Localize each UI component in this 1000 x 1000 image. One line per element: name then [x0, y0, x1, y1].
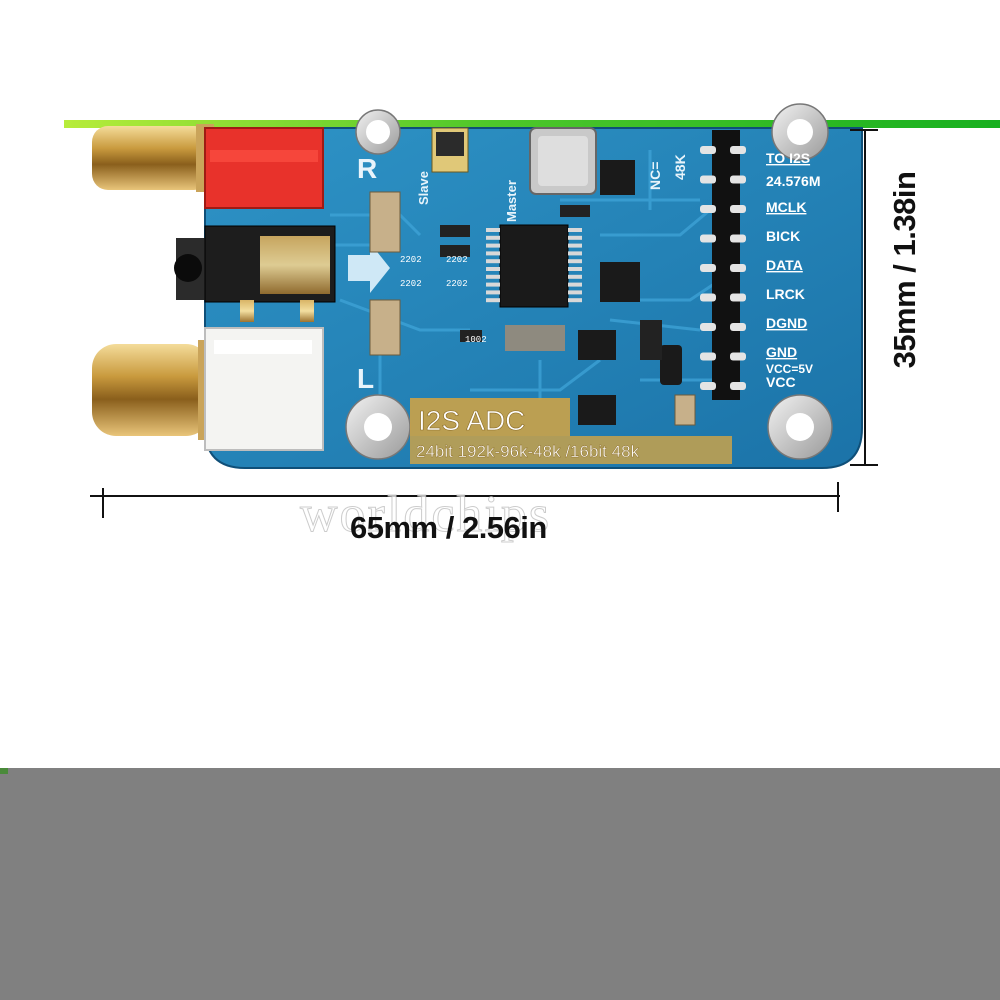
mounting-hole-top-right	[771, 103, 829, 161]
pin-label: TO I2S	[766, 150, 810, 166]
height-dimension-line	[850, 129, 878, 466]
chip-pin	[568, 274, 582, 279]
smd-components	[369, 160, 696, 426]
width-dimension-label: 65mm / 2.56in	[350, 510, 547, 545]
chip-pin	[568, 290, 582, 295]
chip-pin	[486, 243, 500, 248]
chip-pin	[568, 251, 582, 256]
mounting-hole-bottom-left	[345, 394, 411, 460]
pin-label: DGND	[766, 315, 807, 331]
pin-label: MCLK	[766, 199, 806, 215]
pin-label: BICK	[766, 228, 800, 244]
header-pin	[730, 264, 746, 272]
header-pin	[730, 323, 746, 331]
header-pin	[700, 293, 716, 302]
resistor-label-3: 2202	[400, 279, 422, 289]
board-title: I2S ADC	[418, 405, 525, 436]
mounting-hole-top-left	[355, 109, 401, 155]
chip-pin	[486, 267, 500, 271]
header-pin	[730, 146, 746, 154]
master-label: Master	[504, 180, 519, 222]
header-pin	[730, 234, 746, 243]
chip-pin	[486, 290, 500, 295]
chip-pin	[486, 274, 500, 279]
mode-switch: Slave Master	[416, 127, 519, 222]
watermark: worldchips	[299, 486, 552, 544]
chip-pin	[568, 243, 582, 248]
header-pin	[700, 352, 716, 361]
adc-chip-pins	[486, 228, 582, 303]
pin-label: GND	[766, 344, 797, 360]
channel-r-label: R	[357, 153, 377, 184]
resistor-label-4: 2202	[446, 279, 468, 289]
chip-pin	[568, 235, 582, 240]
audio-jack-3-5mm	[174, 225, 336, 322]
chip-pin	[568, 298, 582, 303]
header-pin	[730, 382, 746, 390]
green-top-bar	[64, 120, 1000, 128]
chip-pin	[486, 235, 500, 240]
header-pin	[730, 205, 746, 213]
chip-pin	[568, 282, 582, 287]
chip-pin	[486, 259, 500, 264]
width-dimension-line	[90, 482, 840, 518]
height-dimension-label: 35mm / 1.38in	[887, 171, 922, 369]
slave-label: Slave	[416, 171, 431, 205]
chip-pin	[486, 298, 500, 303]
header-pin	[700, 264, 716, 272]
resistor-label-5: 1002	[465, 335, 487, 345]
pin-label: 24.576M	[766, 173, 820, 189]
crystal-oscillator	[529, 127, 597, 195]
chip-pin	[486, 282, 500, 287]
corner-mark	[0, 768, 8, 774]
pin-label: VCC=5V	[766, 362, 813, 376]
channel-l-label: L	[357, 363, 374, 394]
header-pin	[730, 175, 746, 184]
mounting-hole-bottom-right	[767, 394, 833, 460]
adc-chip	[499, 224, 569, 308]
pin-label: DATA	[766, 257, 803, 273]
rca-jack-right	[92, 124, 324, 209]
header-pin	[700, 323, 716, 331]
resistor-label-1: 2202	[400, 255, 422, 265]
title-block	[410, 398, 732, 464]
resistor-label-2: 2202	[446, 255, 468, 265]
pin-label: LRCK	[766, 286, 805, 302]
header-pin	[700, 382, 716, 390]
chip-pin	[486, 251, 500, 256]
gray-bottom-band	[0, 768, 1000, 1000]
board-subtitle: 24bit 192k-96k-48k /16bit 48k	[416, 442, 640, 461]
chip-pin	[568, 259, 582, 264]
arrow-icon	[348, 243, 390, 293]
chip-pin	[486, 228, 500, 232]
chip-pin	[568, 267, 582, 271]
header-pin	[700, 175, 716, 184]
header-pin	[700, 146, 716, 154]
nc-label: NC=	[647, 162, 663, 190]
rca-jack-left	[92, 327, 324, 451]
chip-pin	[568, 228, 582, 232]
pin-label: VCC	[766, 374, 796, 390]
pin-header-pins: TO I2S 24.576M MCLK BICK DATA LRCK DGND GND VCC=…	[700, 146, 820, 390]
header-pin	[700, 205, 716, 213]
header-pin	[730, 293, 746, 302]
header-pin	[730, 352, 746, 361]
freq-label: 48K	[672, 154, 688, 180]
header-pin	[700, 234, 716, 243]
